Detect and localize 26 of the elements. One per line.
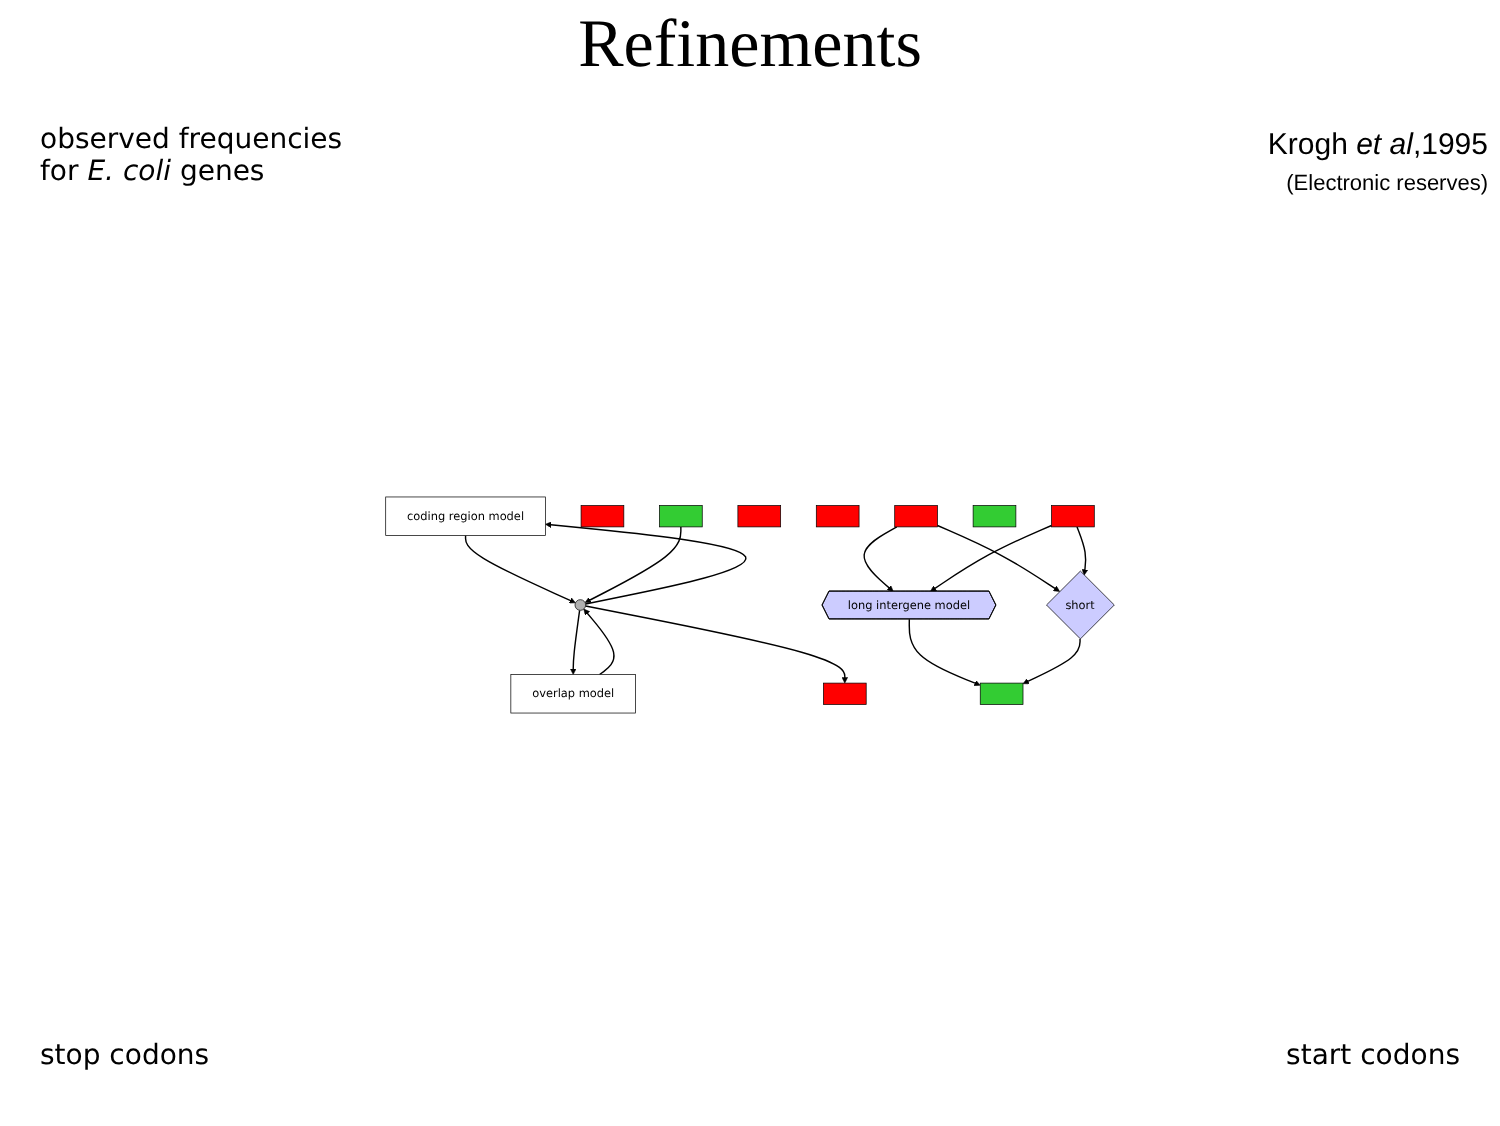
text-label: observed frequencies for E. coli genes (40, 124, 345, 188)
node-box (894, 505, 938, 528)
node-box (972, 505, 1017, 528)
arrow (863, 526, 898, 592)
arrow (584, 526, 682, 603)
title: Refinements (576, 8, 924, 84)
arrow (570, 609, 581, 675)
arrow (908, 618, 981, 687)
node-circle (574, 599, 587, 611)
arrow (1076, 526, 1089, 576)
arrow (464, 534, 576, 604)
node-box (815, 505, 860, 528)
arrow (1022, 638, 1081, 685)
node-box (979, 682, 1024, 705)
arrow (583, 608, 615, 676)
text-label: start codons (1286, 1040, 1460, 1072)
arrow (584, 605, 848, 684)
node-box (580, 505, 625, 528)
node-box (823, 682, 867, 705)
node-box (1051, 505, 1095, 528)
text-label: Krogh et al,1995 (1267, 128, 1488, 162)
arrow (545, 521, 747, 605)
node-box (737, 505, 781, 528)
text-label: stop codons (40, 1040, 210, 1072)
node-box (659, 505, 703, 528)
text-label: (Electronic reserves) (1286, 172, 1488, 196)
